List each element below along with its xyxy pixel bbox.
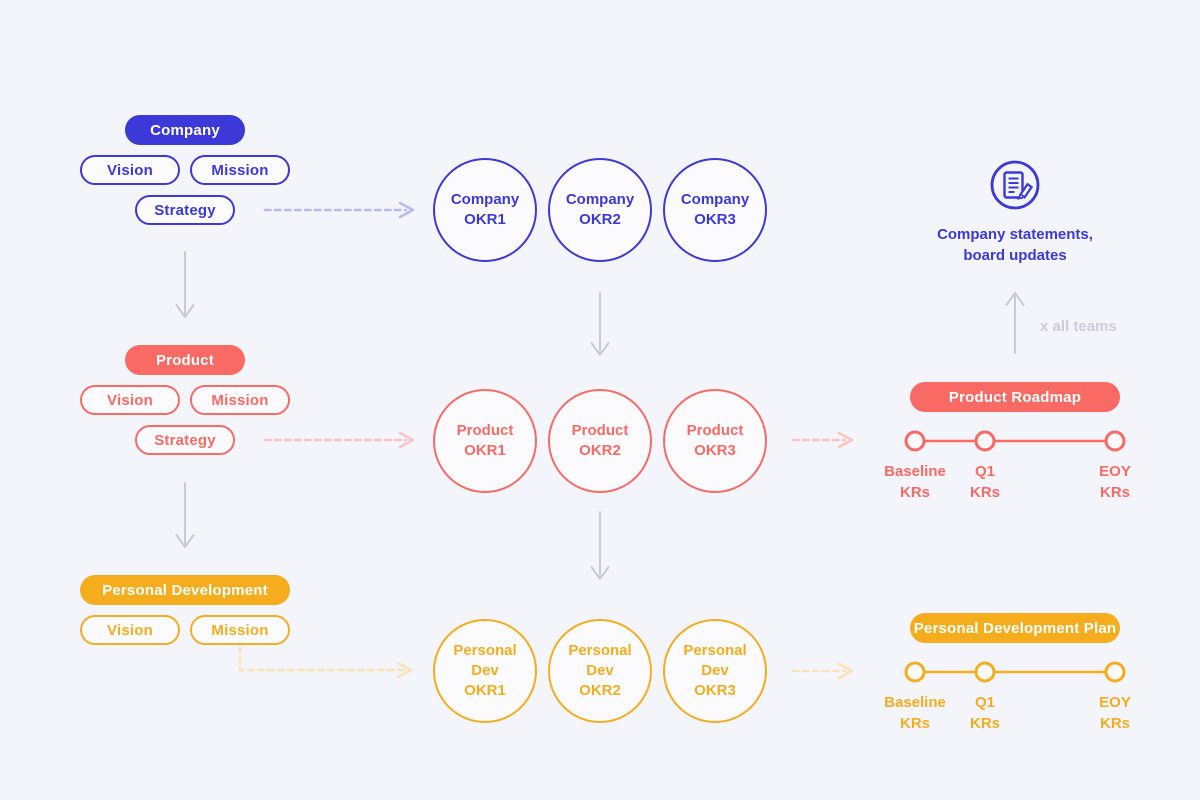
personal-okr2-line2: Dev xyxy=(586,662,614,679)
product-okr2-line1: Product xyxy=(571,422,629,439)
personal-plan-timeline xyxy=(904,661,1126,683)
product-strategy-pill[interactable]: Strategy xyxy=(135,425,235,455)
personal-mission-pill[interactable]: Mission xyxy=(190,615,290,645)
personal-okr1-line2: Dev xyxy=(471,662,499,679)
product-pill-label: Product xyxy=(155,351,215,369)
personal-okr1-circle[interactable]: Personal Dev OKR1 xyxy=(433,619,537,723)
company-mission-pill[interactable]: Mission xyxy=(190,155,290,185)
product-roadmap-label: Product Roadmap xyxy=(948,388,1082,406)
x-all-teams-label: x all teams xyxy=(1040,318,1117,335)
personal-okr2-line1: Personal xyxy=(568,642,632,659)
product-okr1-line2: OKR1 xyxy=(464,442,506,459)
product-roadmap-pill[interactable]: Product Roadmap xyxy=(910,382,1120,412)
personal-okr2-line3: OKR2 xyxy=(579,682,621,699)
personal-mission-to-okr-arrow xyxy=(238,646,413,679)
company-okr3-circle[interactable]: Company OKR3 xyxy=(663,158,767,262)
roadmap-to-statements-arrow xyxy=(1005,292,1025,354)
company-pill-label: Company xyxy=(150,121,220,139)
company-okr1-line1: Company xyxy=(450,191,520,208)
company-okr3-line1: Company xyxy=(680,191,750,208)
product-okr1-circle[interactable]: Product OKR1 xyxy=(433,389,537,493)
product-okr2-line2: OKR2 xyxy=(579,442,621,459)
company-okr2-to-product-okr2-arrow xyxy=(590,292,610,356)
roadmap-milestone-baseline: Baseline KRs xyxy=(884,463,946,501)
product-okr3-line2: OKR3 xyxy=(694,442,736,459)
product-okr2-to-personal-okr2-arrow xyxy=(590,511,610,580)
product-okr3-circle[interactable]: Product OKR3 xyxy=(663,389,767,493)
company-okr1-line2: OKR1 xyxy=(464,211,506,228)
personal-vision-label: Vision xyxy=(107,621,153,639)
product-vision-label: Vision xyxy=(107,391,153,409)
company-mission-label: Mission xyxy=(211,161,269,179)
personal-mission-label: Mission xyxy=(211,621,269,639)
roadmap-milestone-eoy: EOY KRs xyxy=(1099,463,1131,501)
plan-milestone-eoy: EOY KRs xyxy=(1099,694,1131,732)
plan-milestone-baseline: Baseline KRs xyxy=(884,694,946,732)
personal-okr3-circle[interactable]: Personal Dev OKR3 xyxy=(663,619,767,723)
product-to-personal-arrow xyxy=(175,482,195,548)
plan-milestone-q1: Q1 KRs xyxy=(969,694,1000,732)
company-okr2-line2: OKR2 xyxy=(579,211,621,228)
personal-development-pill[interactable]: Personal Development xyxy=(80,575,290,605)
statements-line1: Company statements, xyxy=(937,226,1093,243)
product-strategy-label: Strategy xyxy=(154,431,216,449)
company-okr2-circle[interactable]: Company OKR2 xyxy=(548,158,652,262)
product-strategy-to-okr-arrow xyxy=(263,431,415,449)
product-okr3-to-roadmap-arrow xyxy=(791,431,854,449)
company-strategy-to-okr-arrow xyxy=(263,201,415,219)
company-statements-caption: Company statements, board updates xyxy=(905,224,1125,266)
personal-vision-pill[interactable]: Vision xyxy=(80,615,180,645)
personal-plan-label: Personal Development Plan xyxy=(913,619,1117,637)
statements-line2: board updates xyxy=(963,247,1067,264)
company-okr3-line2: OKR3 xyxy=(694,211,736,228)
personal-okr2-circle[interactable]: Personal Dev OKR2 xyxy=(548,619,652,723)
personal-okr1-line1: Personal xyxy=(453,642,517,659)
company-okr2-line1: Company xyxy=(565,191,635,208)
company-strategy-pill[interactable]: Strategy xyxy=(135,195,235,225)
roadmap-milestone-q1: Q1 KRs xyxy=(969,463,1000,501)
personal-okr3-line3: OKR3 xyxy=(694,682,736,699)
product-roadmap-timeline xyxy=(904,430,1126,452)
product-okr2-circle[interactable]: Product OKR2 xyxy=(548,389,652,493)
personal-okr3-line1: Personal xyxy=(683,642,747,659)
company-pill[interactable]: Company xyxy=(125,115,245,145)
product-pill[interactable]: Product xyxy=(125,345,245,375)
product-vision-pill[interactable]: Vision xyxy=(80,385,180,415)
personal-okr3-line2: Dev xyxy=(701,662,729,679)
personal-okr3-to-plan-arrow xyxy=(791,662,854,680)
personal-okr1-line3: OKR1 xyxy=(464,682,506,699)
product-okr3-line1: Product xyxy=(686,422,744,439)
personal-plan-pill[interactable]: Personal Development Plan xyxy=(910,613,1120,643)
company-vision-label: Vision xyxy=(107,161,153,179)
product-okr1-line1: Product xyxy=(456,422,514,439)
company-strategy-label: Strategy xyxy=(154,201,216,219)
product-mission-pill[interactable]: Mission xyxy=(190,385,290,415)
company-vision-pill[interactable]: Vision xyxy=(80,155,180,185)
company-to-product-arrow xyxy=(175,251,195,318)
company-okr1-circle[interactable]: Company OKR1 xyxy=(433,158,537,262)
document-pencil-icon xyxy=(990,160,1040,210)
personal-development-label: Personal Development xyxy=(102,581,268,599)
product-mission-label: Mission xyxy=(211,391,269,409)
